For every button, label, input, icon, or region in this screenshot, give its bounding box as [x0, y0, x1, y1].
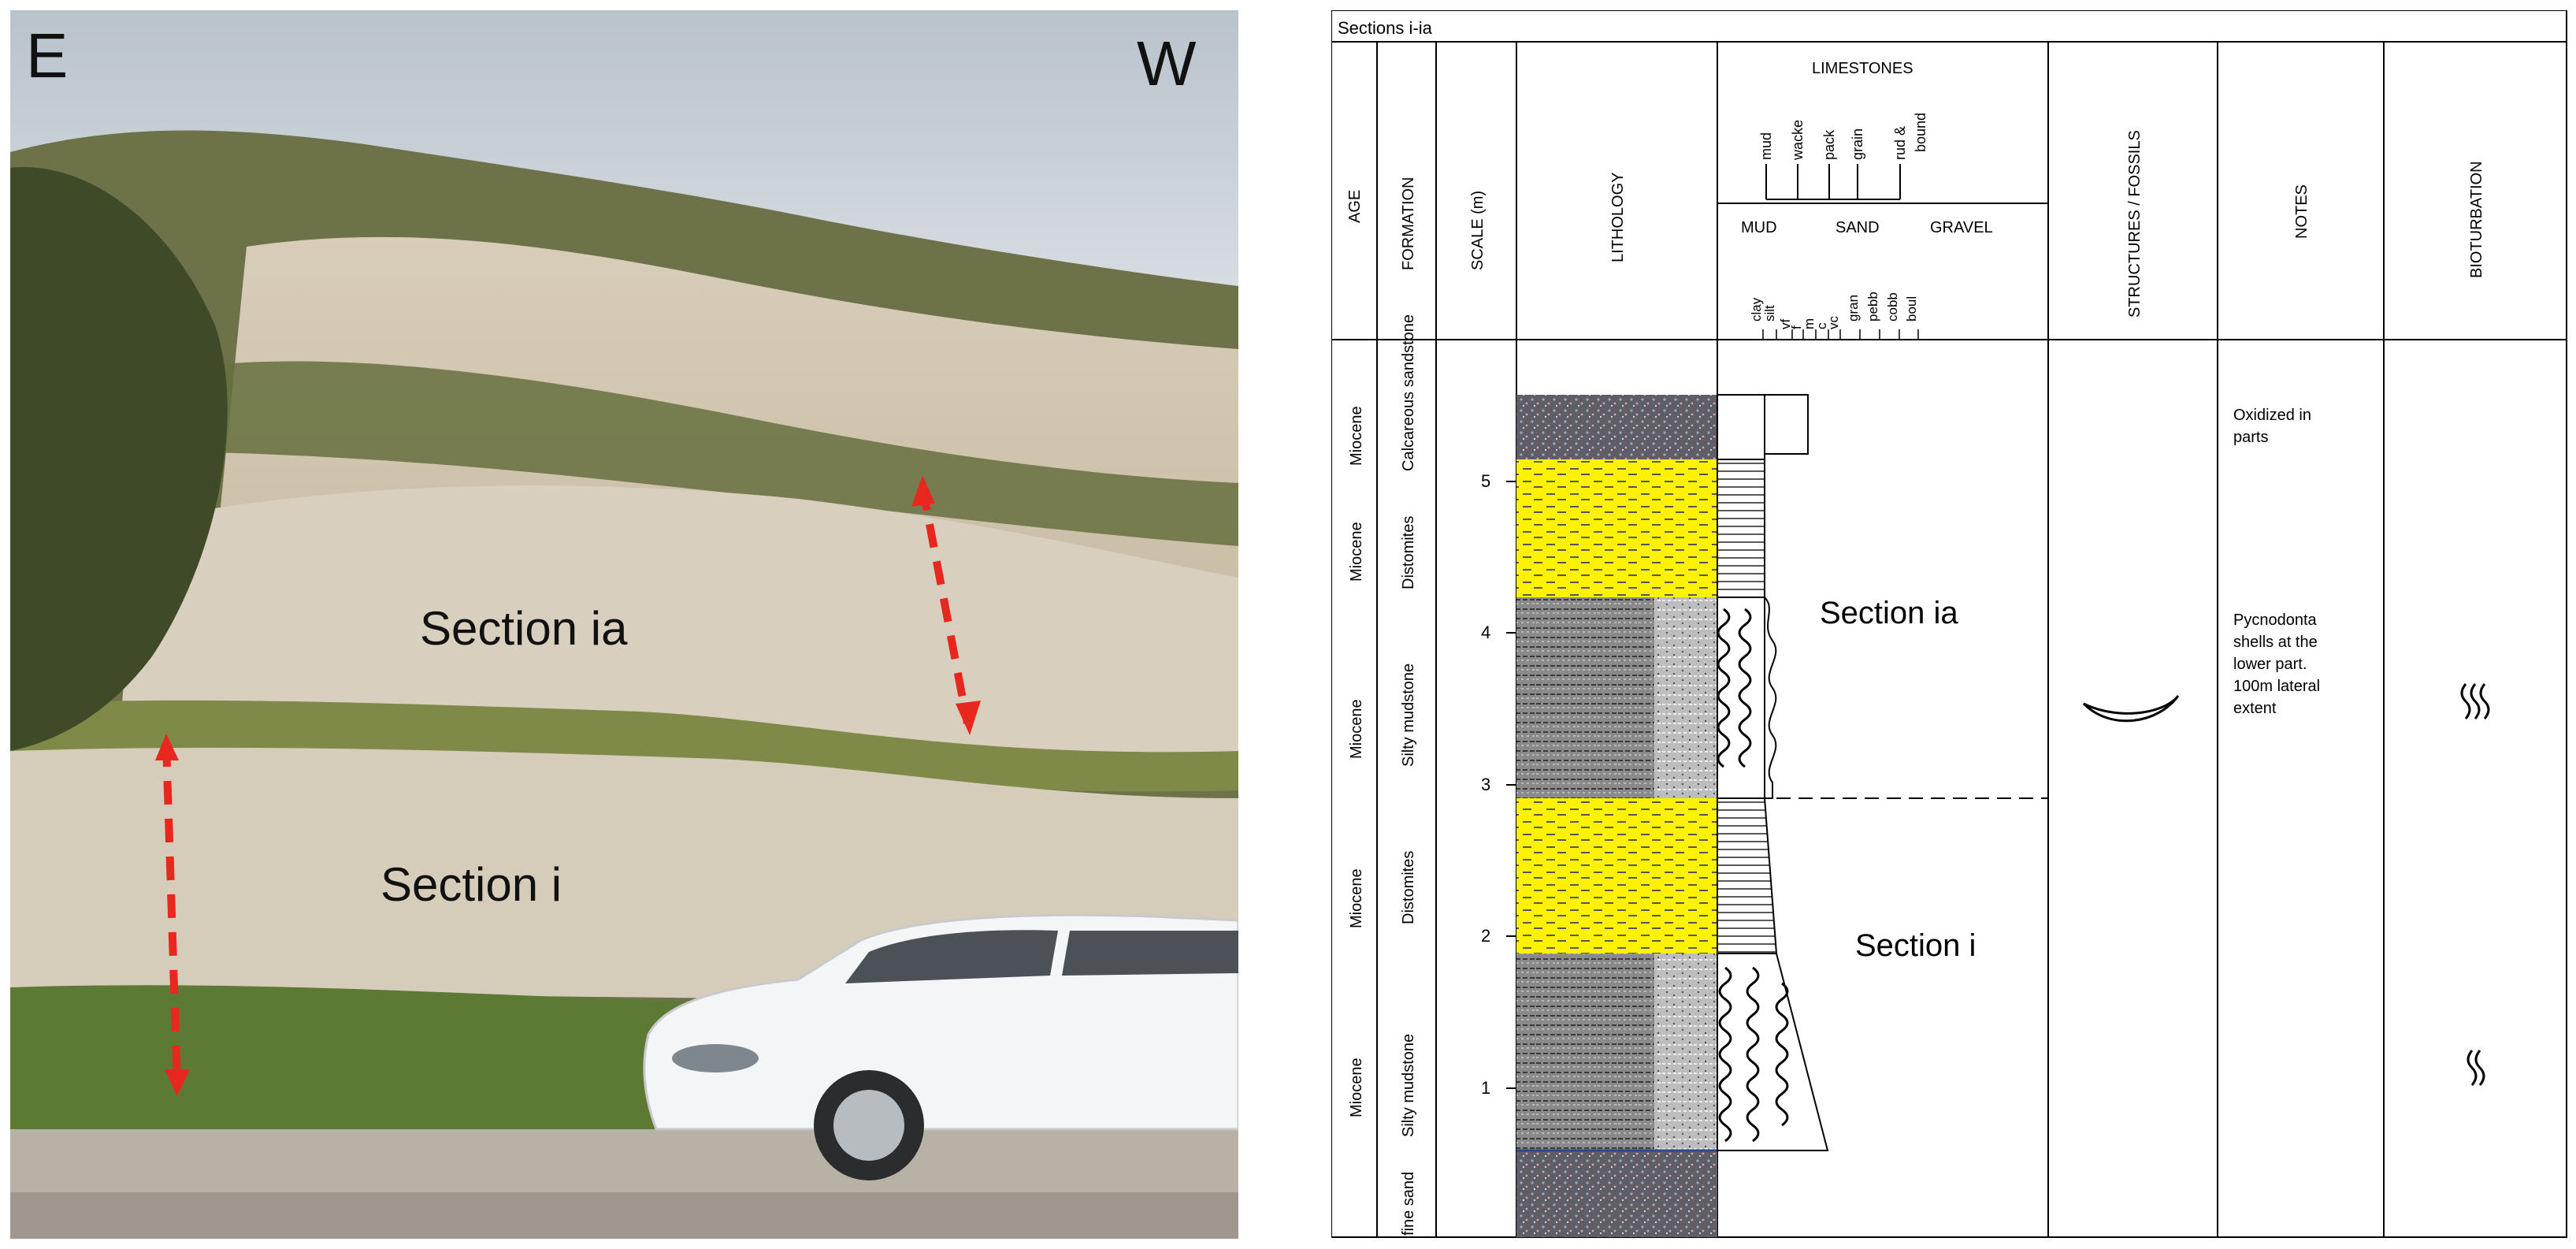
unit-formation-label: fine sand — [1400, 1172, 1417, 1236]
scale-tick-label: 1 — [1481, 1078, 1490, 1098]
note-line: shells at the — [2233, 634, 2318, 651]
unit-labels: Miocene Calcareous sandstone Miocene Dis… — [1348, 314, 1417, 1236]
unit-silty-mudstone-lower-silt — [1654, 953, 1717, 1150]
header-bioturbation: BIOTURBATION — [2468, 161, 2485, 278]
section-ia-arrow — [911, 475, 981, 735]
grain-size-label: cobb — [1885, 292, 1900, 322]
grain-group-label: SAND — [1835, 219, 1880, 236]
scale-tick-label: 4 — [1481, 623, 1490, 642]
cliff-vegetation-band — [152, 361, 1238, 546]
scale-tick-label: 2 — [1481, 926, 1490, 946]
limestone-scale: mud wacke pack grain rud & bound — [1758, 113, 1928, 200]
unit-age-label: Miocene — [1348, 868, 1365, 928]
note-line: extent — [2233, 700, 2277, 717]
section-ia-label: Section ia — [420, 602, 628, 655]
scale-axis: 1 2 3 4 5 — [1481, 471, 1516, 1098]
scale-tick-label: 5 — [1481, 471, 1490, 491]
note-line: lower part. — [2233, 656, 2307, 673]
bioturbation-burrow-icon — [2467, 1050, 2485, 1086]
note-line: 100m lateral — [2233, 678, 2320, 695]
unit-distomites-lower-litho — [1516, 798, 1717, 953]
direction-east-label: E — [26, 20, 68, 91]
unit-formation-label: Silty mudstone — [1400, 1034, 1417, 1137]
left-bush — [10, 167, 228, 751]
limestone-type-label: bound — [1913, 113, 1928, 152]
grain-size-label: c — [1814, 322, 1829, 329]
unit-calcareous-sandstone-litho — [1516, 395, 1717, 459]
header-structures: STRUCTURES / FOSSILS — [2126, 130, 2144, 318]
grain-group-label: MUD — [1741, 219, 1777, 236]
grain-group-labels: MUD SAND GRAVEL — [1741, 219, 1993, 236]
notes-oxidized: Oxidized in parts — [2233, 407, 2311, 446]
stratigraphic-log: Sections i-ia AGE FORMATION SCALE (m) LI… — [1331, 10, 2567, 1238]
note-line: Pycnodonta — [2233, 611, 2318, 629]
section-i-arrow — [155, 734, 190, 1096]
unit-silty-mudstone-lower-litho — [1516, 953, 1654, 1150]
direction-west-label: W — [1137, 28, 1197, 99]
unit-formation-label: Distomites — [1400, 516, 1417, 589]
unit-formation-label: Distomites — [1400, 851, 1417, 924]
unit-age-label: Miocene — [1348, 1058, 1365, 1117]
scale-tick-label: 3 — [1481, 775, 1490, 794]
note-line: Oxidized in — [2233, 407, 2311, 424]
section-i-label: Section i — [380, 858, 562, 911]
grain-size-label: boul — [1904, 296, 1919, 322]
header-age: AGE — [1346, 190, 1364, 223]
grain-size-label: clay — [1749, 297, 1764, 322]
limestone-type-label: pack — [1821, 129, 1837, 160]
grain-size-label: m — [1802, 318, 1817, 329]
header-lithology: LITHOLOGY — [1609, 173, 1627, 262]
grain-group-label: GRAVEL — [1930, 219, 1993, 236]
grain-size-profile — [1717, 394, 1829, 1151]
header-formation: FORMATION — [1400, 177, 1417, 270]
header-scale: SCALE (m) — [1469, 191, 1487, 270]
log-title: Sections i-ia — [1338, 18, 1433, 38]
grain-size-label: f — [1789, 325, 1804, 329]
bioturbation-burrow-icon — [2460, 683, 2490, 719]
unit-formation-label: Silty mudstone — [1400, 664, 1417, 767]
limestone-type-label: rud & — [1892, 126, 1908, 160]
shell-fossil-icon — [2082, 695, 2180, 723]
grain-size-label: pebb — [1865, 292, 1880, 322]
unit-fine-sand-litho — [1516, 1150, 1717, 1237]
grain-size-label: vf — [1778, 319, 1793, 330]
section-ia-log-label: Section ia — [1820, 596, 1958, 630]
section-i-log-label: Section i — [1855, 928, 1976, 963]
grain-size-label: gran — [1846, 295, 1861, 322]
limestone-type-label: mud — [1758, 132, 1774, 160]
limestone-type-label: wacke — [1790, 120, 1806, 161]
white-car — [643, 913, 1238, 1180]
grain-size-label: silt — [1762, 305, 1777, 322]
unit-silty-mudstone-upper-silt — [1654, 597, 1717, 798]
notes-pycnodonta: Pycnodonta shells at the lower part. 100… — [2233, 611, 2320, 717]
unit-age-label: Miocene — [1348, 522, 1365, 582]
outcrop-photo: E W Section ia Section i — [10, 10, 1238, 1239]
ledge-vegetation — [10, 700, 1238, 792]
note-line: parts — [2233, 429, 2268, 446]
unit-distomites-upper-litho — [1516, 459, 1717, 597]
lithology-column — [1516, 395, 1717, 1237]
unit-age-label: Miocene — [1348, 406, 1365, 466]
header-limestones: LIMESTONES — [1812, 60, 1913, 77]
unit-silty-mudstone-upper-litho — [1516, 597, 1654, 798]
grain-size-label: vc — [1826, 316, 1841, 330]
road-edge — [10, 1192, 1238, 1239]
header-notes: NOTES — [2293, 184, 2311, 239]
column-dividers — [1376, 42, 2385, 1237]
unit-age-label: Miocene — [1348, 699, 1365, 759]
unit-formation-label: Calcareous sandstone — [1400, 314, 1417, 471]
limestone-type-label: grain — [1850, 128, 1865, 160]
